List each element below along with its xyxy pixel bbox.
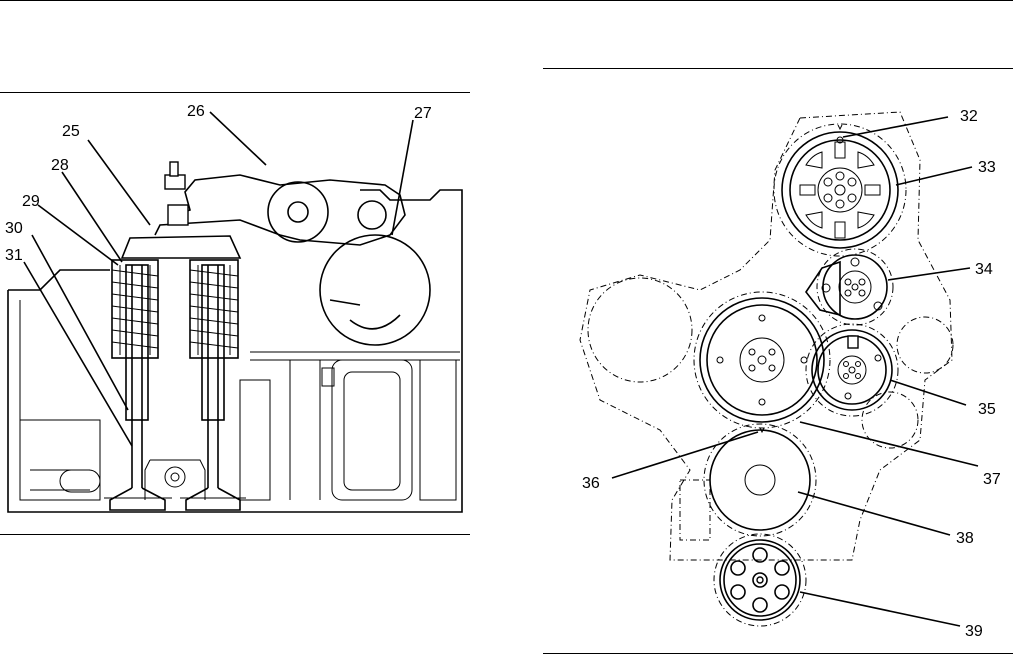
- callout-29: 29: [22, 193, 40, 210]
- callout-38: 38: [956, 530, 974, 547]
- valve-mechanism-illustration: [8, 112, 462, 512]
- callout-27: 27: [414, 105, 432, 122]
- callout-34: 34: [975, 261, 993, 278]
- callout-26: 26: [187, 103, 205, 120]
- gear-33: [774, 124, 906, 256]
- callout-31: 31: [5, 247, 23, 264]
- callout-25: 25: [62, 123, 80, 140]
- gear-37: [694, 292, 830, 432]
- callout-32: 32: [960, 108, 978, 125]
- gear-39: [714, 534, 806, 626]
- callout-28: 28: [51, 157, 69, 174]
- valve-spring-left: [112, 260, 158, 358]
- gear-34: [806, 249, 893, 325]
- callout-39: 39: [965, 623, 983, 640]
- callout-36: 36: [582, 475, 600, 492]
- callout-30: 30: [5, 220, 23, 237]
- callout-33: 33: [978, 159, 996, 176]
- gear-train-illustration: [580, 112, 978, 626]
- callout-35: 35: [978, 401, 996, 418]
- callout-37: 37: [983, 471, 1001, 488]
- gear-38: [704, 424, 816, 536]
- valve-spring-right: [190, 260, 238, 358]
